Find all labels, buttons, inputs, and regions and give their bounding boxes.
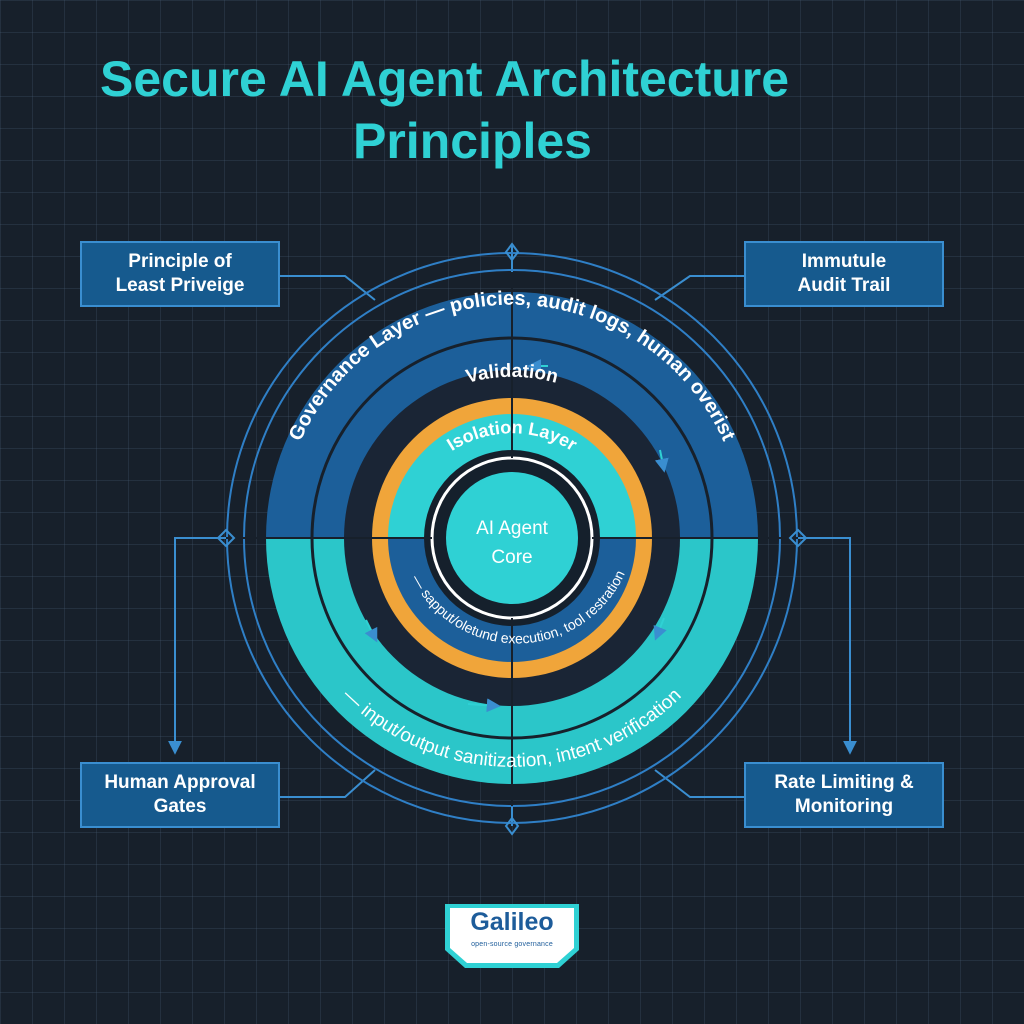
box-line-1: Principle of	[128, 251, 232, 272]
core-label-line-1: AI Agent	[476, 518, 549, 539]
connector-bottom-right	[654, 769, 744, 798]
crosshair-lines	[226, 272, 798, 806]
logo-name: Galileo	[470, 908, 554, 936]
flow-arrow-bottom	[467, 698, 501, 713]
connector-left-drop	[168, 537, 226, 755]
title-line-2: Principles	[353, 113, 592, 169]
galileo-logo: Galileo open-source governance	[441, 900, 583, 972]
connector-bottom-left	[280, 769, 376, 798]
audit-trail-box: Immutule Audit Trail	[744, 241, 944, 307]
crosshair-diamonds	[216, 242, 808, 836]
box-line-2: Least Priveige	[115, 275, 245, 296]
connector-right-drop	[798, 537, 857, 755]
flow-arrow-inner-right	[653, 617, 667, 641]
flow-arrow-left	[364, 619, 378, 643]
box-line-2: Gates	[153, 796, 207, 817]
page-title: Secure AI Agent Architecture Principles	[0, 48, 1024, 172]
principle-least-privilege-box: Principle of Least Priveige	[80, 241, 280, 307]
sanitization-ring-bottom	[266, 538, 758, 784]
logo-tagline: open-source governance	[471, 941, 553, 948]
logo-badge-shape	[445, 904, 579, 968]
core-circle	[446, 472, 578, 604]
box-line-2: Monitoring	[794, 796, 894, 817]
box-line-1: Immutule	[801, 251, 887, 272]
title-line-1: Secure AI Agent Architecture	[100, 51, 790, 107]
connector-top-left	[280, 275, 376, 301]
core-label-line-2: Core	[491, 547, 532, 568]
governance-ring-top	[266, 292, 758, 538]
rate-limiting-box: Rate Limiting & Monitoring	[744, 762, 944, 828]
human-approval-gates-box: Human Approval Gates	[80, 762, 280, 828]
box-line-2: Audit Trail	[797, 275, 891, 296]
box-line-1: Rate Limiting &	[774, 772, 914, 793]
connector-top-right	[654, 275, 744, 301]
flow-arrow-right	[654, 449, 669, 473]
box-line-1: Human Approval	[104, 772, 256, 793]
flow-arrows	[364, 359, 669, 713]
